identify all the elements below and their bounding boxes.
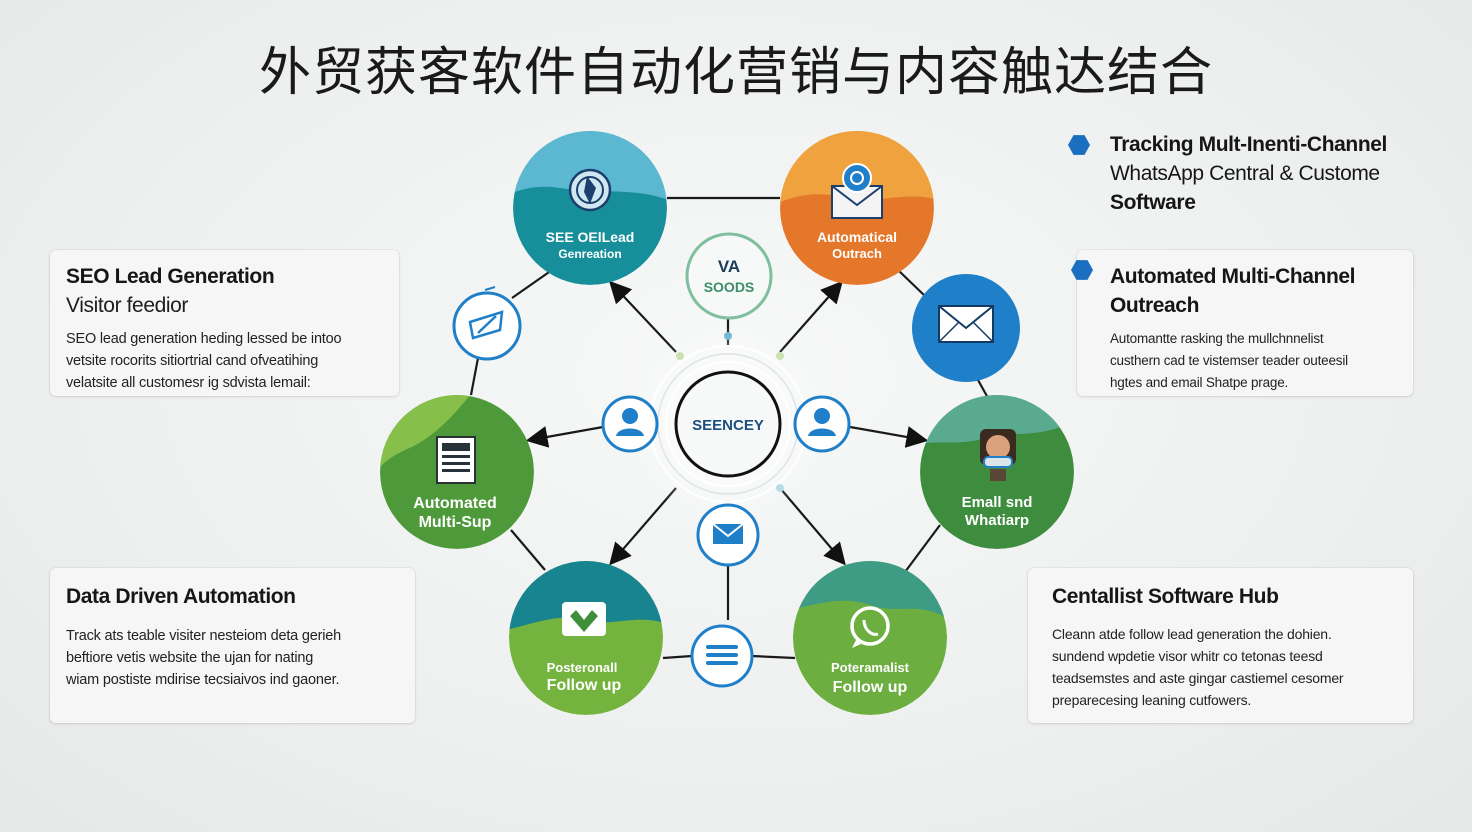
page-title: 外贸获客软件自动化营销与内容触达结合 — [258, 43, 1213, 103]
hexagon-bullet-icon — [1068, 135, 1090, 155]
node-seo-line2: Genreation — [558, 247, 621, 261]
node-personal-follow-up-right: Poteramalist Follow up — [793, 561, 947, 715]
node-seo-line1: SEE OElLead — [546, 229, 635, 245]
center-label: SEENCEY — [692, 417, 764, 434]
card-body: Automantte rasking the mullchnnelist cus… — [1110, 331, 1348, 390]
node-follow-left-line2: Follow up — [547, 677, 622, 694]
node-follow-left-line1: Posteronall — [547, 660, 618, 675]
whatsapp-icon — [850, 606, 890, 648]
va-badge-top: VA — [718, 257, 740, 276]
center-hub: SEENCEY — [628, 324, 828, 524]
card-body: Cleann atde follow lead generation the d… — [1052, 626, 1344, 708]
person-avatar-icon — [980, 429, 1016, 481]
node-email-line2: Whatiarp — [965, 512, 1029, 529]
node-email-whatsapp: Emall snd Whatiarp — [920, 395, 1074, 549]
envelope-icon — [938, 305, 994, 343]
card-body: SEO lead generation heding lessed be int… — [66, 331, 342, 391]
envelope-small-icon — [696, 503, 760, 567]
node-follow-right-line2: Follow up — [833, 679, 908, 696]
email-icon — [831, 163, 883, 219]
card-title: SEO Lead Generation — [66, 265, 275, 288]
card-data-driven-automation: Data Driven Automation Track ats teable … — [50, 568, 415, 723]
user-icon-left — [601, 395, 659, 453]
node-outreach-line1: Automatical — [817, 229, 897, 245]
node-auto-line2: Multi-Sup — [419, 514, 492, 531]
node-outreach-line2: Outrach — [832, 246, 882, 261]
node-auto-line1: Automated — [413, 495, 497, 512]
list-icon — [690, 624, 754, 688]
seo-tag-icon — [452, 286, 522, 361]
card-subtitle: Visitor feedior — [66, 294, 189, 317]
va-badge: VA SOODS — [685, 232, 773, 340]
card-body: Track ats teable visiter nesteiom deta g… — [66, 628, 341, 688]
card-title: Data Driven Automation — [66, 585, 296, 608]
node-email-line1: Emall snd — [962, 494, 1033, 511]
card-automated-multi-channel-outreach: Automated Multi-Channel Outreach Automan… — [1071, 250, 1413, 396]
node-automated-multi-sup: Automated Multi-Sup — [380, 395, 534, 549]
va-badge-bottom: SOODS — [704, 279, 755, 295]
document-icon — [436, 436, 476, 484]
node-personal-follow-up-left: Posteronall Follow up — [509, 561, 663, 715]
card-central-list-software-hub: Centallist Software Hub Cleann atde foll… — [1028, 568, 1413, 723]
user-icon-right — [793, 395, 851, 453]
node-seo-lead-generation: SEE OElLead Genreation — [513, 131, 667, 285]
hexagon-bullet-icon — [1071, 260, 1093, 280]
chat-icon — [562, 602, 606, 636]
node-envelope — [912, 274, 1020, 382]
node-automatical-outreach: Automatical Outrach — [780, 131, 934, 285]
ring-connectors — [469, 196, 989, 660]
card-seo-lead-generation: SEO Lead Generation Visitor feedior SEO … — [50, 250, 399, 396]
compass-icon — [568, 168, 612, 212]
node-follow-right-line1: Poteramalist — [831, 660, 910, 675]
